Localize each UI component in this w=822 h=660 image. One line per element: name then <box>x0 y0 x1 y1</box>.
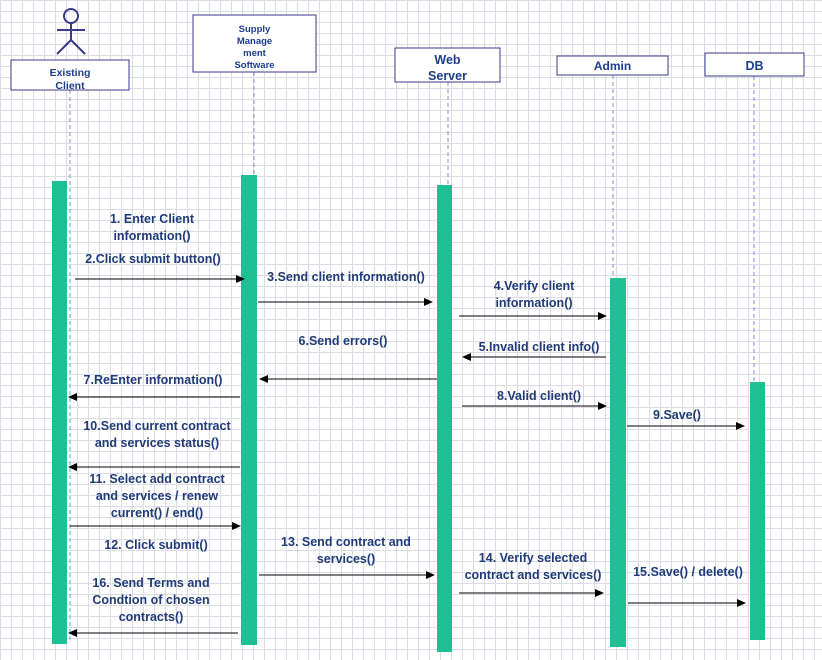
participant-label-client: Existing <box>50 67 91 79</box>
participant-label-web: Server <box>428 69 467 83</box>
message-label-16: contracts() <box>119 610 184 624</box>
arrowhead-icon <box>259 375 268 383</box>
message-label-14: 14. Verify selected <box>479 551 587 565</box>
activation-bar-db <box>750 382 765 640</box>
message-label-13: services() <box>317 552 375 566</box>
activation-bar-admin <box>610 278 626 647</box>
message-label-8: 8.Valid client() <box>497 389 581 403</box>
participant-box-admin <box>556 55 669 76</box>
message-label-1: 1. Enter Client <box>110 212 195 226</box>
message-label-6: 6.Send errors() <box>299 334 388 348</box>
participant-label-admin: Admin <box>594 59 631 73</box>
message-label-2: 2.Click submit button() <box>85 252 220 266</box>
participant-box-db <box>704 52 805 77</box>
stick-figure-icon <box>56 8 86 55</box>
message-label-10: 10.Send current contract <box>83 419 231 433</box>
participant-label-web: Web <box>434 53 461 67</box>
message-label-7: 7.ReEnter information() <box>84 373 223 387</box>
participant-label-db: DB <box>745 59 763 73</box>
participant-label-sms: Supply <box>239 24 271 35</box>
message-label-13: 13. Send contract and <box>281 535 411 549</box>
message-label-15: 15.Save() / delete() <box>633 565 743 579</box>
activation-bar-sms <box>241 175 257 645</box>
participant-box-web <box>394 47 501 83</box>
message-label-3: 3.Send client information() <box>267 270 425 284</box>
message-label-5: 5.Invalid client info() <box>479 340 600 354</box>
participant-label-client: Client <box>55 80 85 92</box>
message-label-16: Condtion of chosen <box>92 593 209 607</box>
arrowhead-icon <box>598 402 607 410</box>
arrowhead-icon <box>68 393 77 401</box>
participant-label-sms: Software <box>234 60 274 71</box>
participant-box-client <box>10 59 130 91</box>
arrowhead-icon <box>737 599 746 607</box>
message-label-9: 9.Save() <box>653 408 701 422</box>
participant-label-sms: ment <box>243 48 267 59</box>
participant-label-sms: Manage <box>237 36 272 47</box>
message-label-4: 4.Verify client <box>494 279 575 293</box>
message-label-11: current() / end() <box>111 506 203 520</box>
participant-box-sms <box>192 14 317 73</box>
message-label-10: and services status() <box>95 436 219 450</box>
arrowhead-icon <box>68 463 77 471</box>
activation-bar-web <box>437 185 452 652</box>
arrowhead-icon <box>424 298 433 306</box>
message-label-11: and services / renew <box>96 489 219 503</box>
message-label-16: 16. Send Terms and <box>92 576 209 590</box>
arrowhead-icon <box>736 422 745 430</box>
arrowhead-icon <box>426 571 435 579</box>
arrowhead-icon <box>68 629 77 637</box>
arrowhead-icon <box>232 522 241 530</box>
arrowhead-icon <box>595 589 604 597</box>
arrowhead-icon <box>598 312 607 320</box>
arrowhead-icon <box>462 353 471 361</box>
activation-bar-client <box>52 181 67 644</box>
message-label-11: 11. Select add contract <box>89 472 225 486</box>
message-label-4: information() <box>495 296 572 310</box>
arrowhead-icon <box>236 275 245 283</box>
message-label-12: 12. Click submit() <box>104 538 208 552</box>
message-label-14: contract and services() <box>465 568 602 582</box>
message-label-1: information() <box>113 229 190 243</box>
